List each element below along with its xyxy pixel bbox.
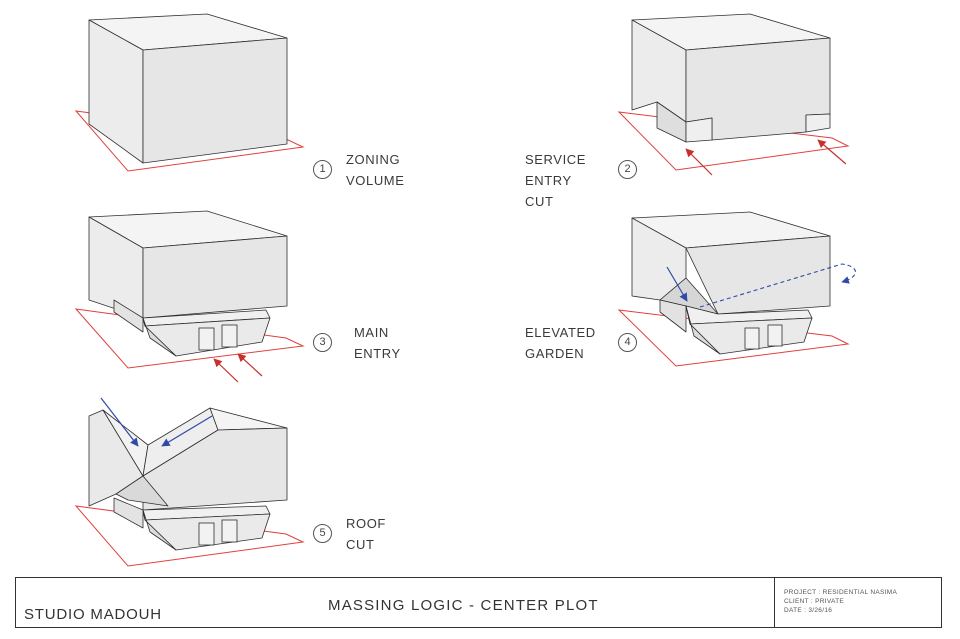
base-left-face <box>113 497 144 529</box>
client-line: CLIENT : PRIVATE <box>784 598 845 605</box>
garden-arrow <box>666 266 688 302</box>
entry-door <box>221 324 238 348</box>
service-entry-arrow <box>685 148 713 176</box>
step-number-badge: 5 <box>313 524 332 543</box>
roof-cut-arrow <box>100 397 139 447</box>
base-left-face <box>113 299 144 333</box>
cut-floor <box>685 117 713 143</box>
step-number-badge: 4 <box>618 333 637 352</box>
base-slope-face <box>142 509 177 551</box>
step-1-massing <box>74 13 305 172</box>
entry-door <box>744 327 760 350</box>
step-label: ELEVATED GARDEN <box>525 325 596 361</box>
massing-diagram <box>74 13 857 567</box>
step-label: SERVICE ENTRY CUT <box>525 152 587 209</box>
step-4-massing <box>617 211 857 367</box>
volume-right-face <box>142 427 288 511</box>
volume-right-face <box>142 235 288 319</box>
volume-right-face <box>142 37 288 164</box>
title-block-divider <box>774 578 775 627</box>
base-left-face <box>659 299 687 333</box>
volume-right-face <box>685 235 831 315</box>
title-block: STUDIO MADOUH MASSING LOGIC - CENTER PLO… <box>15 577 942 628</box>
entry-door <box>198 522 215 546</box>
date-line: DATE : 3/26/16 <box>784 607 833 614</box>
studio-name: STUDIO MADOUH <box>24 606 162 623</box>
roof-top-right <box>209 407 288 431</box>
step-label: ROOF CUT <box>346 516 386 552</box>
step-number-badge: 3 <box>313 333 332 352</box>
step-number-badge: 2 <box>618 160 637 179</box>
project-info: PROJECT : RESIDENTIAL NASIMA CLIENT : PR… <box>784 588 897 615</box>
roof-fold-face <box>115 475 169 507</box>
step-number-badge: 1 <box>313 160 332 179</box>
main-entry-arrow <box>237 353 263 377</box>
main-entry-arrow <box>213 358 239 383</box>
project-line: PROJECT : RESIDENTIAL NASIMA <box>784 589 898 596</box>
step-2-massing <box>617 13 850 176</box>
step-3-massing <box>74 210 305 383</box>
base-slope-face <box>685 305 721 355</box>
entry-door <box>198 327 215 351</box>
entry-door <box>221 519 238 543</box>
sheet-title: MASSING LOGIC - CENTER PLOT <box>328 597 599 614</box>
base-slope-face <box>142 317 177 357</box>
roof-cut-arrow <box>161 415 213 447</box>
garden-dashed-path <box>699 263 857 308</box>
step-5-massing <box>74 397 305 567</box>
service-entry-arrow <box>817 139 847 165</box>
right-cut-floor <box>805 113 831 133</box>
entry-door <box>767 324 783 347</box>
step-label: MAIN ENTRY <box>354 325 401 361</box>
step-label: ZONING VOLUME <box>346 152 405 188</box>
